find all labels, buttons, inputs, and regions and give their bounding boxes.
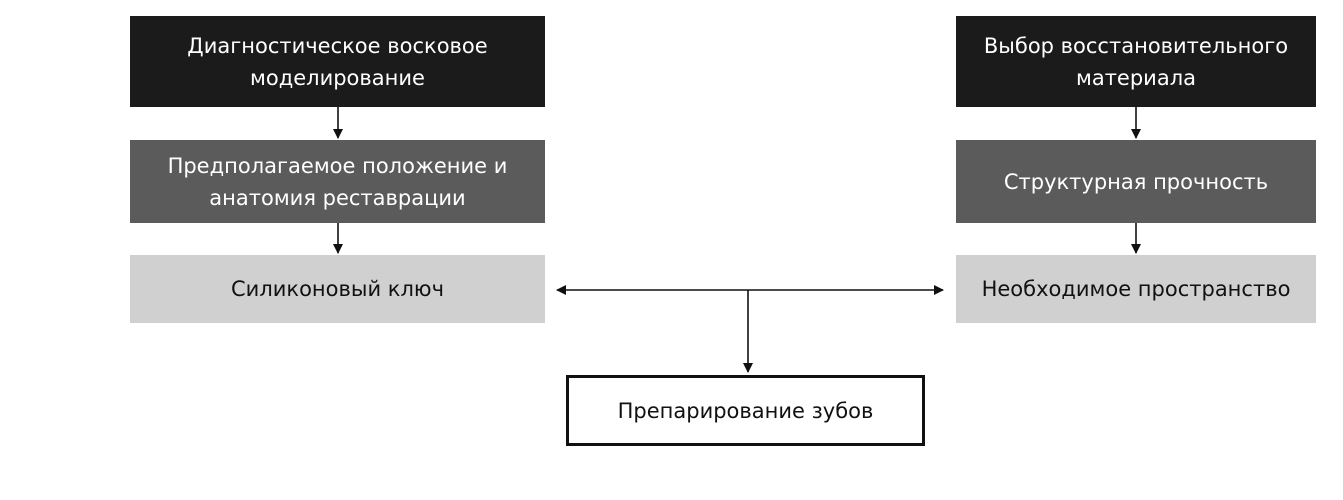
position-anatomy-label: Предполагаемое положение и анатомия рест… (167, 153, 508, 210)
wax-modeling-box: Диагностическое восковое моделирование (130, 16, 545, 107)
silicone-key-label: Силиконовый ключ (231, 277, 444, 301)
material-choice-label: Выбор восстановительного материала (983, 33, 1289, 90)
structural-strength-box: Структурная прочность (956, 140, 1316, 223)
tooth-preparation-box: Препарирование зубов (566, 375, 925, 446)
silicone-key-box: Силиконовый ключ (130, 255, 545, 323)
required-space-label: Необходимое пространство (981, 277, 1291, 301)
position-anatomy-box: Предполагаемое положение и анатомия рест… (130, 140, 545, 223)
wax-modeling-label: Диагностическое восковое моделирование (187, 33, 488, 90)
structural-strength-label: Структурная прочность (1003, 169, 1269, 194)
required-space-box: Необходимое пространство (956, 255, 1316, 323)
material-choice-box: Выбор восстановительного материала (956, 16, 1316, 107)
tooth-preparation-label: Препарирование зубов (617, 398, 874, 423)
